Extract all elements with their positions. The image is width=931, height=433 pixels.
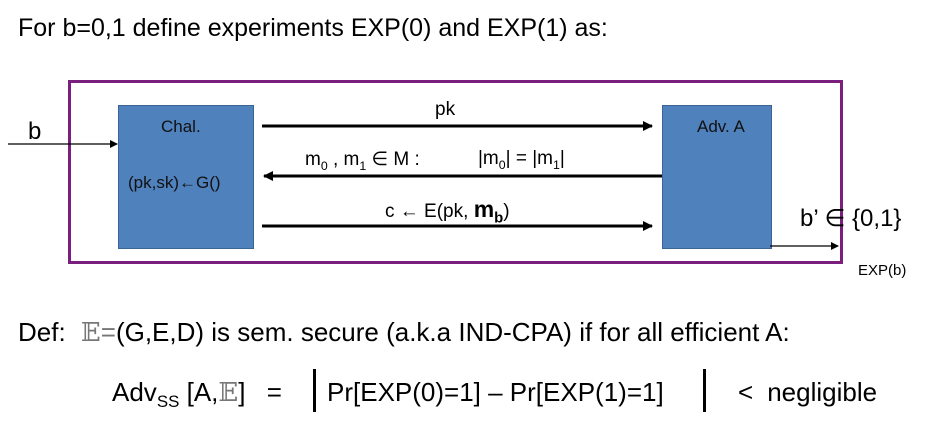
messages-label: m0 , m1 ∈ M :: [305, 149, 420, 173]
ciphertext-label: c ← E(pk, mb): [385, 196, 510, 227]
abs-bar-right: [703, 369, 706, 412]
challenger-keygen: (pk,sk)←G(): [128, 173, 221, 192]
adversary-box: [662, 105, 772, 249]
challenger-label: Chal.: [161, 117, 201, 136]
input-b-label: b: [28, 118, 42, 145]
message-length-condition: |m0| = |m1|: [478, 148, 565, 172]
advantage-expression: Pr[EXP(0)=1] – Pr[EXP(1)=1]: [327, 377, 664, 407]
pk-label: pk: [435, 99, 456, 120]
adversary-label: Adv. A: [697, 117, 745, 136]
definition-text: (G,E,D) is sem. secure (a.k.a IND-CPA) i…: [115, 317, 790, 347]
output-label: b’ ∈ {0,1}: [800, 205, 902, 232]
page-title: For b=0,1 define experiments EXP(0) and …: [18, 14, 608, 42]
exp-b-label: EXP(b): [858, 262, 907, 279]
scheme-symbol: 𝔼: [80, 318, 101, 348]
definition-equals: =: [100, 317, 116, 347]
challenger-box: [118, 105, 254, 249]
definition-line: Def: 𝔼=(G,E,D) is sem. secure (a.k.a IND…: [18, 317, 790, 348]
abs-bar-left: [313, 369, 316, 412]
experiment-frame: [68, 80, 843, 264]
advantage-rhs: <negligible: [738, 377, 878, 407]
definition-prefix: Def:: [18, 317, 66, 347]
advantage-lhs: AdvSS [A,𝔼] =: [112, 377, 282, 412]
